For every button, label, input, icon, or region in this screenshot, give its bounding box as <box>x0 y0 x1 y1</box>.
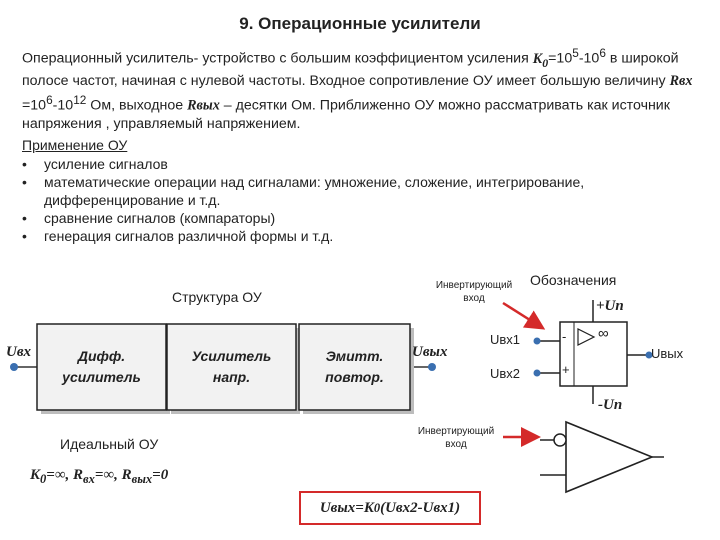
opamp-symbol-box <box>559 321 628 387</box>
list-item: генерация сигналов различной формы и т.д… <box>22 227 702 245</box>
in2-label: Uвх2 <box>490 366 521 381</box>
opamp-out-terminal <box>645 351 653 359</box>
list-item: математические операции над сигналами: у… <box>22 173 702 209</box>
minus-sign: - <box>562 329 567 344</box>
block-voltage-amplifier <box>166 323 297 411</box>
block-diff-amplifier-label: Дифф.усилитель <box>62 348 141 385</box>
opamp-triangle-mark <box>577 328 596 346</box>
intro-paragraph: Операционный усилитель- устройство с бол… <box>22 46 693 132</box>
plus-sign: + <box>562 362 570 377</box>
structure-output-terminal <box>428 363 436 371</box>
k0-symbol: K0 <box>532 50 549 70</box>
block-emitter-follower <box>298 323 411 411</box>
inverting-arrow-1 <box>502 301 546 330</box>
in1-label: Uвх1 <box>490 332 521 347</box>
opamp-triangle-symbol <box>565 420 655 494</box>
list-item: сравнение сигналов (компараторы) <box>22 209 702 227</box>
structure-output-label: Uвых <box>412 344 448 360</box>
structure-input-label: Uвх <box>6 344 32 360</box>
structure-title: Структура ОУ <box>172 289 262 305</box>
notation-title: Обозначения <box>530 272 617 288</box>
plus-supply-label: +Un <box>596 298 624 314</box>
rout-symbol: Rвых <box>187 97 220 114</box>
opamp-in2-terminal <box>533 369 541 377</box>
rin-symbol: Rвх <box>669 73 693 90</box>
block-emitter-follower-label: Эмитт.повтор. <box>325 348 384 385</box>
ideal-opamp-formula: K0=∞, Rвх=∞, Rвых=0 <box>30 467 169 486</box>
inverting-bubble <box>553 433 567 447</box>
structure-input-terminal <box>10 363 18 371</box>
infinity-symbol: ∞ <box>598 325 609 342</box>
list-item: усиление сигналов <box>22 155 702 173</box>
intro-text: Операционный усилитель- устройство с бол… <box>22 50 533 67</box>
applications-list: усиление сигналов математические операци… <box>22 155 702 245</box>
opamp-in1-terminal <box>533 337 541 345</box>
ideal-opamp-title: Идеальный ОУ <box>60 436 159 452</box>
out-label: Uвых <box>651 346 684 361</box>
block-diff-amplifier <box>36 323 167 411</box>
page-title: 9. Операционные усилители <box>239 14 481 33</box>
applications-heading: Применение ОУ <box>22 137 128 153</box>
minus-supply-label: -Un <box>598 397 623 413</box>
